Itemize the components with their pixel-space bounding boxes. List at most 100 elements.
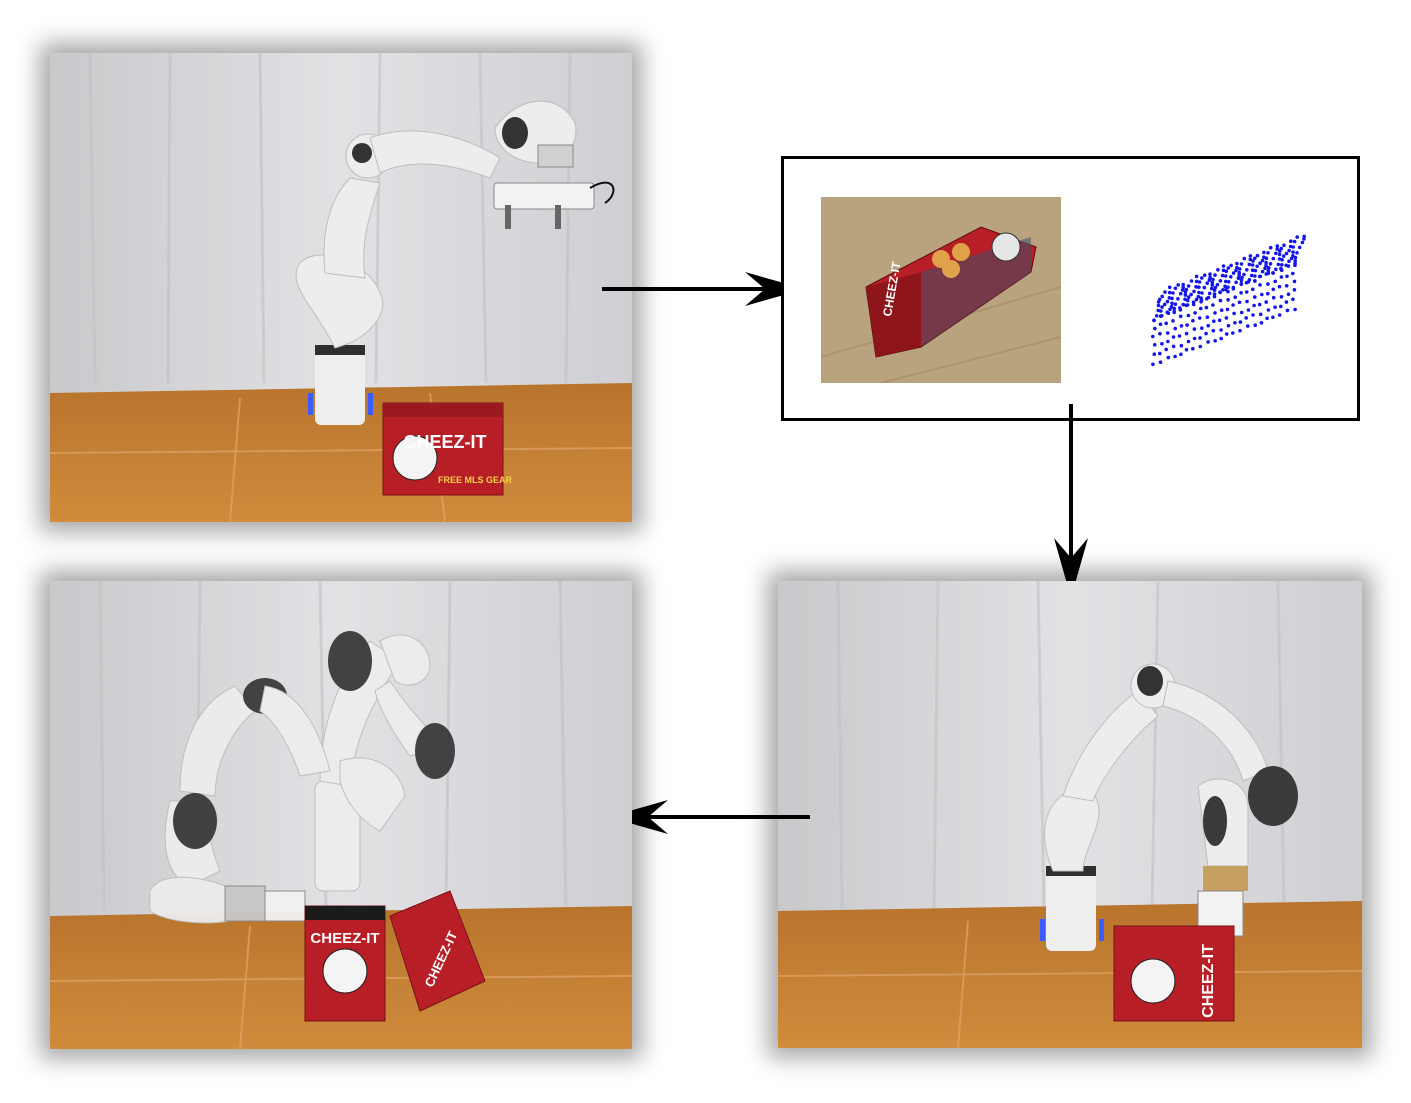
cloud-point xyxy=(1242,272,1246,277)
cloud-point xyxy=(1200,276,1204,280)
cloud-point xyxy=(1212,292,1217,296)
cloud-point xyxy=(1233,295,1237,299)
cloud-point xyxy=(1194,297,1199,302)
cloud-point xyxy=(1275,247,1279,251)
cloud-point xyxy=(1186,284,1191,288)
cloud-point xyxy=(1205,281,1209,285)
cloud-point xyxy=(1223,274,1228,278)
cloud-point xyxy=(1292,239,1297,244)
cloud-point xyxy=(1213,339,1217,343)
cloud-point xyxy=(1162,302,1167,307)
cloud-point xyxy=(1208,272,1212,276)
cloud-point xyxy=(1271,315,1275,320)
robot-arm-grasping xyxy=(1044,663,1298,937)
cloud-point xyxy=(1264,263,1268,268)
cloud-point xyxy=(1289,239,1293,243)
cloud-point xyxy=(1181,302,1185,307)
cloud-point xyxy=(1291,297,1295,302)
cloud-point xyxy=(1160,294,1164,299)
robot-arm-pose-b xyxy=(149,678,331,924)
cloud-point xyxy=(1266,266,1271,270)
cloud-point xyxy=(1218,298,1223,303)
cloud-point xyxy=(1291,250,1295,254)
cloud-point xyxy=(1293,255,1298,260)
cloud-point xyxy=(1253,256,1257,261)
cloud-point xyxy=(1179,352,1183,357)
cloud-point xyxy=(1216,268,1220,272)
cloud-point xyxy=(1197,285,1201,289)
cheezit-box-grasped: CHEEZ-IT xyxy=(1113,925,1235,1022)
cloud-point xyxy=(1231,331,1235,335)
scene-approach-illustration: CHEEZ-IT FREE MLS GEAR xyxy=(50,53,632,522)
cloud-point xyxy=(1258,312,1263,317)
cloud-point xyxy=(1211,277,1215,282)
cloud-point xyxy=(1206,295,1211,300)
cloud-point xyxy=(1199,298,1204,302)
cloud-point xyxy=(1170,296,1174,301)
cloud-point xyxy=(1213,285,1218,290)
cloud-point xyxy=(1198,336,1202,340)
cloud-point xyxy=(1279,275,1284,279)
robot-arm-pose-a xyxy=(314,631,455,892)
rgb-observation-photo: CHEEZ-IT xyxy=(821,197,1061,383)
cloud-point xyxy=(1238,328,1242,333)
point-cloud-dots xyxy=(1151,234,1306,367)
cloud-point xyxy=(1274,267,1278,272)
cloud-point xyxy=(1200,326,1204,330)
cloud-point xyxy=(1168,307,1172,312)
cloud-point xyxy=(1262,250,1266,255)
cloud-point xyxy=(1231,303,1235,307)
cloud-point xyxy=(1200,291,1204,295)
cloud-point xyxy=(1173,302,1178,306)
cloud-point xyxy=(1189,279,1194,283)
cloud-point xyxy=(1199,306,1203,311)
cloud-point xyxy=(1280,258,1284,262)
cloud-point xyxy=(1226,285,1230,289)
cloud-point xyxy=(1193,311,1197,315)
cloud-point xyxy=(1177,334,1182,338)
cloud-point xyxy=(1210,280,1215,285)
cloud-point xyxy=(1279,246,1284,251)
cloud-point xyxy=(1237,300,1242,305)
cloud-point xyxy=(1226,266,1231,270)
cloud-point xyxy=(1152,352,1157,356)
cloud-point xyxy=(1184,347,1189,352)
cloud-point xyxy=(1178,314,1183,319)
robot-arm xyxy=(295,100,615,349)
cloud-point xyxy=(1226,298,1230,302)
cloud-point xyxy=(1229,275,1233,279)
cloud-point xyxy=(1247,262,1252,267)
cloud-point xyxy=(1240,275,1244,280)
cloud-point xyxy=(1277,313,1282,317)
perception-panel: CHEEZ-IT xyxy=(781,156,1360,421)
cloud-point xyxy=(1239,310,1244,315)
cheezit-box: CHEEZ-IT FREE MLS GEAR xyxy=(382,402,512,496)
cloud-point xyxy=(1285,308,1290,313)
cloud-point xyxy=(1275,244,1280,248)
cloud-point xyxy=(1156,308,1160,313)
cloud-point xyxy=(1206,340,1210,344)
cloud-point xyxy=(1205,315,1210,319)
cloud-point xyxy=(1153,326,1157,331)
cloud-point xyxy=(1266,282,1270,286)
cloud-point xyxy=(1197,316,1202,320)
cloud-point xyxy=(1194,279,1199,284)
cloud-point xyxy=(1266,251,1270,255)
cloud-point xyxy=(1239,282,1243,287)
cloud-point xyxy=(1204,305,1209,310)
cloud-point xyxy=(1235,261,1239,266)
cloud-point xyxy=(1253,268,1258,273)
cloud-point xyxy=(1166,311,1171,315)
cloud-point xyxy=(1266,291,1270,296)
cloud-point xyxy=(1248,257,1253,262)
cloud-point xyxy=(1164,347,1168,352)
cloud-point xyxy=(1224,332,1229,336)
cloud-point xyxy=(1266,268,1271,273)
cloud-point xyxy=(1279,266,1283,271)
cloud-point xyxy=(1219,328,1223,332)
cloud-point xyxy=(1253,323,1257,327)
cloud-point xyxy=(1232,311,1236,316)
cloud-point xyxy=(1278,249,1282,253)
cloud-point xyxy=(1157,297,1162,302)
cloud-point xyxy=(1279,304,1283,309)
